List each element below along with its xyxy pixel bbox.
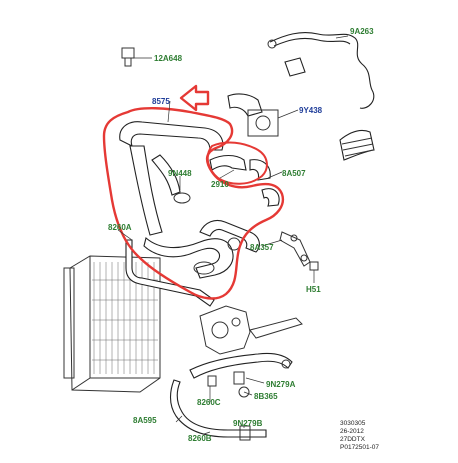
- callout-8575: 8575: [152, 97, 170, 106]
- callout-8260a: 8260A: [108, 223, 132, 232]
- expansion-tank-icon: [199, 305, 303, 355]
- callout-8b365: 8B365: [254, 392, 278, 401]
- callout-8a507: 8A507: [282, 169, 306, 178]
- callout-2910: 2910: [211, 180, 229, 189]
- radiator-icon: [63, 255, 161, 393]
- callout-9n279b: 9N279B: [233, 419, 263, 428]
- reference-line-2: 26-2012: [340, 428, 364, 435]
- upper-right-hose-icon: [267, 32, 375, 161]
- reference-block: 3030305 26-2012 27DDTX P0172501-07: [340, 420, 379, 451]
- main-coolant-hose-icon: [119, 121, 260, 279]
- callout-9y438: 9Y438: [299, 106, 323, 115]
- reference-line-3: 27DDTX: [340, 436, 366, 443]
- callout-8260b: 8260B: [188, 434, 212, 443]
- lower-hose-assembly-icon: [169, 352, 293, 441]
- leader-lines: [117, 35, 349, 435]
- thermostat-housing-icon: [209, 93, 280, 207]
- highlight-outline: [102, 107, 285, 300]
- callout-9n279a: 9N279A: [266, 380, 296, 389]
- callout-9a263: 9A263: [350, 27, 374, 36]
- callout-8260c: 8260C: [197, 398, 221, 407]
- callout-9n448: 9N448: [168, 169, 192, 178]
- highlight-inner-outline: [206, 141, 268, 185]
- pipe-icon: [125, 239, 215, 307]
- callout-8a595: 8A595: [133, 416, 157, 425]
- callout-12a648: 12A648: [154, 54, 183, 63]
- red-arrow-icon: [179, 84, 210, 112]
- callout-h51: H51: [306, 285, 321, 294]
- reference-line-1: 3030305: [340, 420, 366, 427]
- callout-8a357: 8A357: [250, 243, 274, 252]
- sensor-icon: [121, 47, 152, 67]
- reference-line-4: P0172501-07: [340, 444, 379, 451]
- bracket-icon: [279, 231, 319, 283]
